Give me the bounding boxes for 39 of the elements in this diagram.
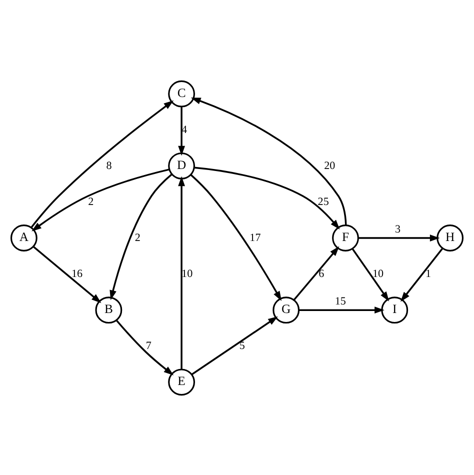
arrow xyxy=(32,168,170,231)
edge-label: 10 xyxy=(372,267,384,280)
arrow xyxy=(178,176,185,369)
arrow xyxy=(110,173,172,300)
edge-label: 5 xyxy=(239,340,245,352)
arrow xyxy=(116,319,174,375)
node-circle: E xyxy=(168,368,196,396)
edge-label: 2 xyxy=(134,231,140,244)
arrow xyxy=(30,100,174,228)
arrow xyxy=(32,245,102,303)
arrow xyxy=(358,234,440,241)
node-circle: G xyxy=(272,296,300,324)
node-circle: D xyxy=(168,152,196,179)
edge-label: 16 xyxy=(71,267,83,280)
edge-label: 8 xyxy=(106,159,112,172)
edge-label: 17 xyxy=(250,231,261,244)
edge-label: 2 xyxy=(88,195,94,208)
edge-label: 3 xyxy=(395,223,401,236)
node-circle: H xyxy=(436,224,464,251)
arrow xyxy=(191,316,278,375)
arrow xyxy=(190,174,282,301)
arrow xyxy=(190,97,347,225)
node-circle: B xyxy=(95,296,122,324)
node-circle: A xyxy=(10,224,38,251)
edge-label: 25 xyxy=(318,195,329,208)
edge-label: 10 xyxy=(182,267,193,280)
edge-label: 15 xyxy=(334,295,346,308)
arrow xyxy=(194,166,340,230)
node-circle: I xyxy=(381,296,408,324)
node-circle: C xyxy=(168,80,196,107)
arrow xyxy=(352,248,390,301)
arrow xyxy=(400,247,444,302)
edge-label: 20 xyxy=(324,159,336,172)
edge-label: 1 xyxy=(426,267,432,280)
edge-label: 7 xyxy=(146,340,152,352)
arrow xyxy=(298,306,384,314)
node-circle: F xyxy=(332,224,359,251)
edge-label: 6 xyxy=(318,267,324,280)
arrow xyxy=(293,246,340,300)
